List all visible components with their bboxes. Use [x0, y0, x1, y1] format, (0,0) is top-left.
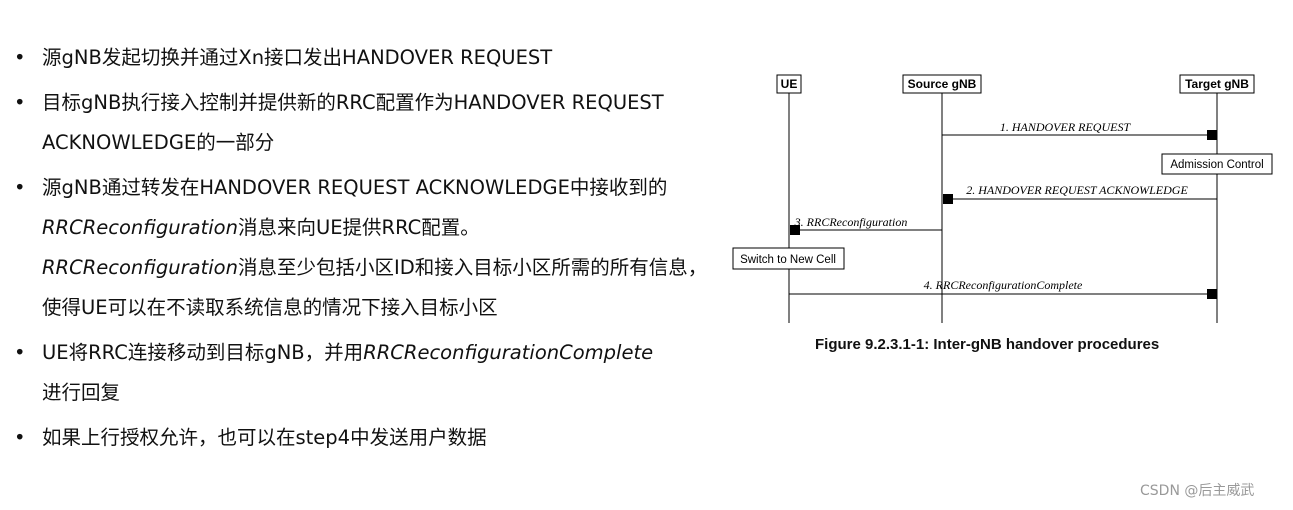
bullet-text: 进行回复: [42, 381, 121, 404]
bullet-item-5: • 如果上行授权允许，也可以在step4中发送用户数据: [14, 418, 719, 458]
bullet-dot: •: [14, 341, 26, 364]
bullet-item-2: • 目标gNB执行接入控制并提供新的RRC配置作为HANDOVER REQUES…: [14, 83, 719, 163]
node-label-target-gnb: Target gNB: [1185, 77, 1249, 91]
bullet-list: • 源gNB发起切换并通过Xn接口发出HANDOVER REQUEST • 目标…: [14, 38, 719, 463]
bullet-text: UE将RRC连接移动到目标gNB，并用: [42, 341, 364, 364]
bullet-text: 消息至少包括小区ID和接入目标小区所需的所有信息，使得UE可以在不读取系统信息的…: [42, 256, 708, 319]
switch-cell-label: Switch to New Cell: [740, 254, 836, 266]
watermark: CSDN @后主威武: [1140, 483, 1255, 499]
message-arrowhead-1: [1207, 130, 1217, 140]
bullet-italic-term: RRCReconfiguration: [42, 256, 238, 279]
bullet-dot: •: [14, 46, 26, 69]
bullet-item-4: • UE将RRC连接移动到目标gNB，并用RRCReconfigurationC…: [14, 333, 719, 413]
bullet-italic-term: RRCReconfiguration: [42, 216, 238, 239]
admission-control-label: Admission Control: [1170, 159, 1263, 171]
bullet-dot: •: [14, 91, 26, 114]
switch-cell-box: [732, 247, 845, 270]
message-label-3: 3. RRCReconfiguration: [794, 215, 908, 229]
bullet-item-1: • 源gNB发起切换并通过Xn接口发出HANDOVER REQUEST: [14, 38, 719, 78]
node-label-source-gnb: Source gNB: [908, 77, 977, 91]
bullet-italic-term: RRCReconfigurationComplete: [363, 341, 654, 364]
bullet-dot: •: [14, 176, 26, 199]
message-arrowhead-4: [1207, 289, 1217, 299]
message-label-4: 4. RRCReconfigurationComplete: [924, 278, 1083, 292]
sequence-diagram: UE Source gNB Target gNB 1. HANDOVER REQ…: [725, 65, 1285, 375]
bullet-item-3: • 源gNB通过转发在HANDOVER REQUEST ACKNOWLEDGE中…: [14, 168, 719, 328]
message-label-2: 2. HANDOVER REQUEST ACKNOWLEDGE: [966, 183, 1188, 197]
sequence-diagram-svg: UE Source gNB Target gNB 1. HANDOVER REQ…: [732, 74, 1273, 323]
bullet-text: 消息来向UE提供RRC配置。: [237, 216, 480, 239]
message-label-1: 1. HANDOVER REQUEST: [1000, 120, 1132, 134]
bullet-text: 源gNB发起切换并通过Xn接口发出HANDOVER REQUEST: [42, 46, 553, 69]
bullet-dot: •: [14, 426, 26, 449]
admission-control-box: [1161, 153, 1273, 175]
message-arrowhead-3: [790, 225, 800, 235]
bullet-text: 目标gNB执行接入控制并提供新的RRC配置作为HANDOVER REQUEST …: [42, 91, 664, 154]
figure-caption: Figure 9.2.3.1-1: Inter-gNB handover pro…: [815, 336, 1160, 353]
bullet-text: 源gNB通过转发在HANDOVER REQUEST ACKNOWLEDGE中接收…: [42, 176, 668, 199]
message-arrowhead-2: [943, 194, 953, 204]
node-label-ue: UE: [781, 77, 798, 91]
bullet-text: 如果上行授权允许，也可以在step4中发送用户数据: [42, 426, 487, 449]
